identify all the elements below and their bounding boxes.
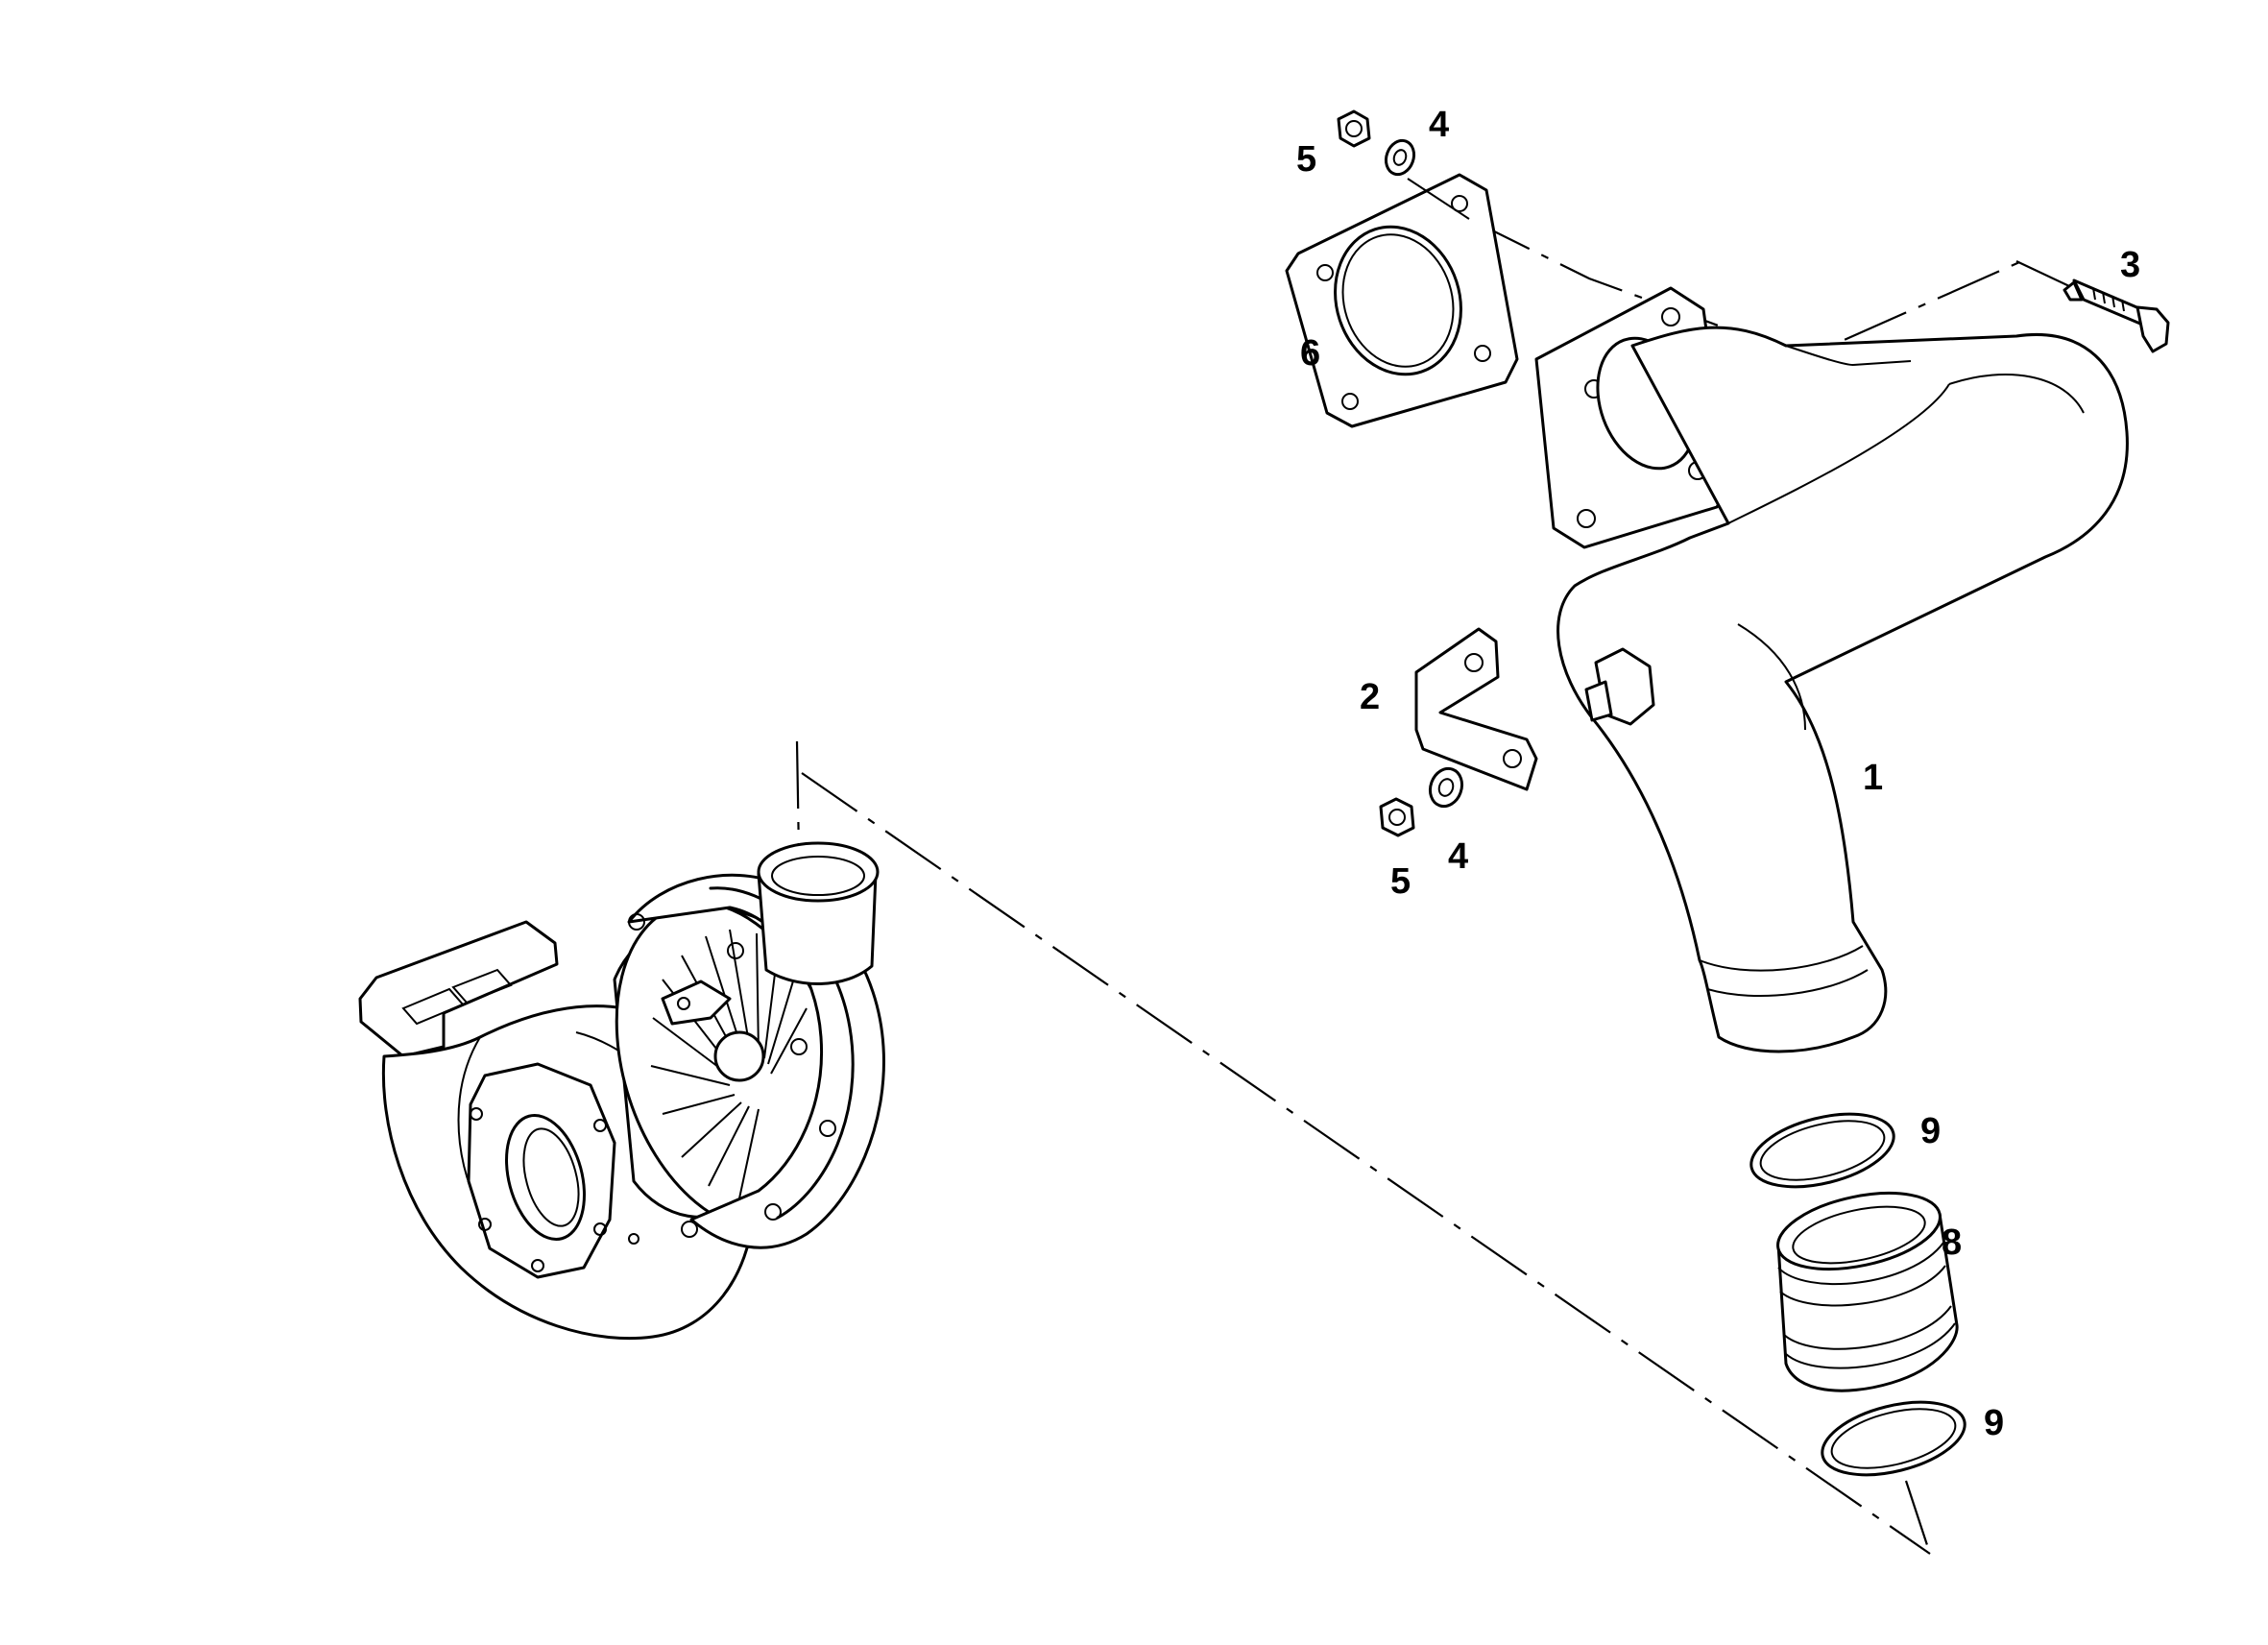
callout-2: 2 — [1360, 677, 1380, 717]
leader-lines — [1407, 178, 1912, 366]
turbocharger — [358, 841, 885, 1341]
callout-labels: 1 2 3 4 5 6 4 5 9 8 9 — [1296, 105, 2140, 1443]
pipe-part-1 — [1534, 286, 2129, 1053]
o-ring-part-9-top — [1749, 1112, 1895, 1189]
callout-1: 1 — [1863, 758, 1883, 798]
callout-5-top: 5 — [1296, 139, 1316, 180]
o-ring-part-9-bottom — [1821, 1400, 1966, 1477]
nut-part-5-bottom — [1379, 797, 1415, 837]
callout-4-top: 4 — [1429, 105, 1449, 145]
washer-part-4-top — [1384, 138, 1416, 177]
callout-8: 8 — [1942, 1222, 1962, 1263]
gasket-part-6 — [1285, 173, 1519, 428]
washer-part-4-bottom — [1428, 766, 1464, 809]
callout-3: 3 — [2120, 245, 2140, 285]
callout-9-bottom: 9 — [1984, 1403, 2004, 1443]
bolt-part-3 — [2063, 278, 2170, 353]
callout-5-bottom: 5 — [1390, 861, 1411, 902]
callout-4-bottom: 4 — [1448, 836, 1468, 877]
callout-9-top: 9 — [1920, 1111, 1941, 1151]
callout-6: 6 — [1300, 333, 1320, 374]
nut-part-5-top — [1337, 109, 1371, 148]
bracket-part-2 — [1414, 627, 1538, 791]
coupling-part-8 — [1776, 1192, 1959, 1392]
